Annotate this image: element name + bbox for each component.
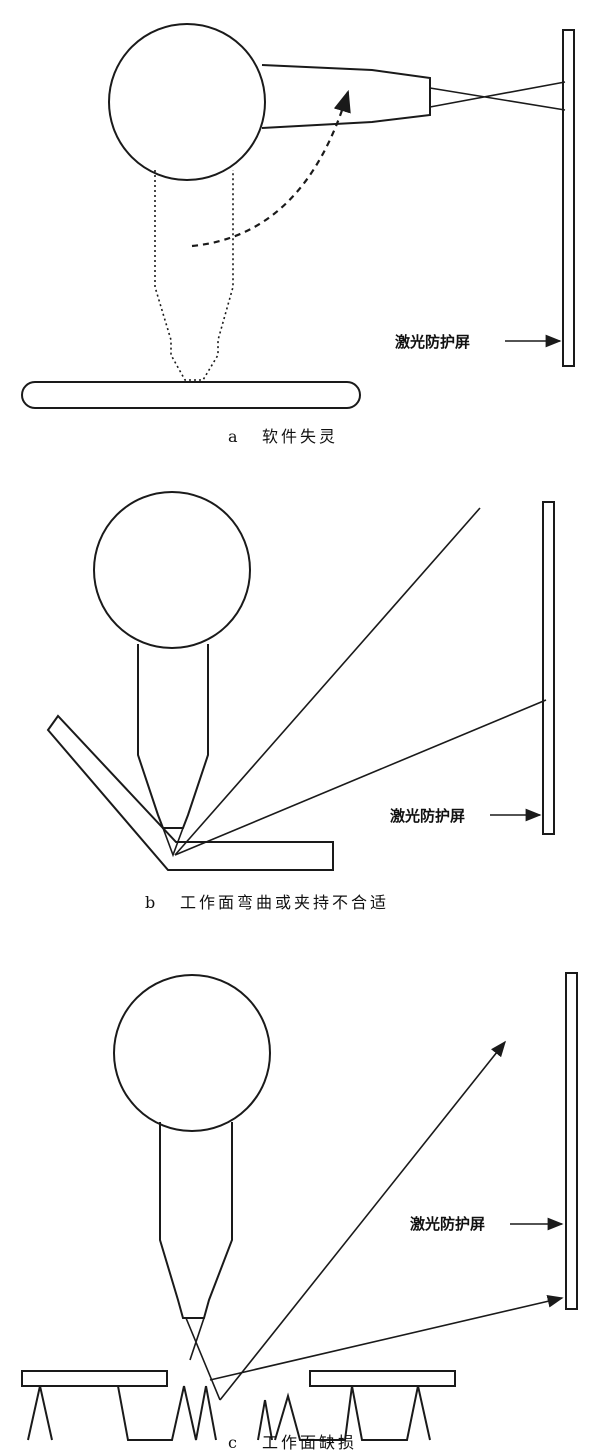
reflected-beam-c1 [219, 1040, 506, 1401]
reflected-beam-c2 [209, 1295, 564, 1381]
panel-a: 激光防护屏 a 软件失灵 [21, 23, 575, 446]
laser-head-b [93, 491, 251, 649]
laser-beam-c [185, 1317, 221, 1401]
shield-label-b: 激光防护屏 [390, 807, 465, 825]
rotation-arrow [191, 89, 351, 248]
laser-nozzle-c [159, 1122, 233, 1319]
caption-letter-c: c [228, 1433, 240, 1452]
shield-label-c: 激光防护屏 [410, 1215, 485, 1233]
workpiece-plate-left [21, 1370, 168, 1387]
reflected-beam-b2 [174, 699, 547, 856]
protective-shield-b [542, 501, 555, 835]
laser-nozzle-b [137, 644, 209, 829]
shield-label-a: 激光防护屏 [395, 333, 470, 351]
original-nozzle-ghost [154, 170, 234, 381]
caption-text-c: 工作面缺损 [262, 1433, 357, 1452]
protective-shield-c [565, 972, 578, 1310]
laser-beam-a [429, 81, 566, 111]
caption-letter-b: b [145, 893, 158, 912]
protective-shield-a [562, 29, 575, 367]
workpiece-a [21, 381, 361, 409]
bent-workpiece-b [46, 714, 334, 871]
panel-c: 激光防护屏 c 工作面缺损 [21, 972, 578, 1452]
laser-head-a [108, 23, 266, 181]
caption-text-a: 软件失灵 [262, 427, 338, 446]
caption-letter-a: a [228, 427, 241, 446]
workpiece-plate-right [309, 1370, 456, 1387]
laser-nozzle-a [261, 64, 431, 129]
damaged-surface-c [27, 1385, 431, 1441]
reflected-beam-b1 [174, 507, 481, 856]
panel-b: 激光防护屏 b 工作面弯曲或夹持不合适 [46, 491, 555, 912]
laser-head-c [113, 974, 271, 1132]
nozzle-tip-b [162, 827, 184, 858]
caption-text-b: 工作面弯曲或夹持不合适 [180, 893, 389, 912]
